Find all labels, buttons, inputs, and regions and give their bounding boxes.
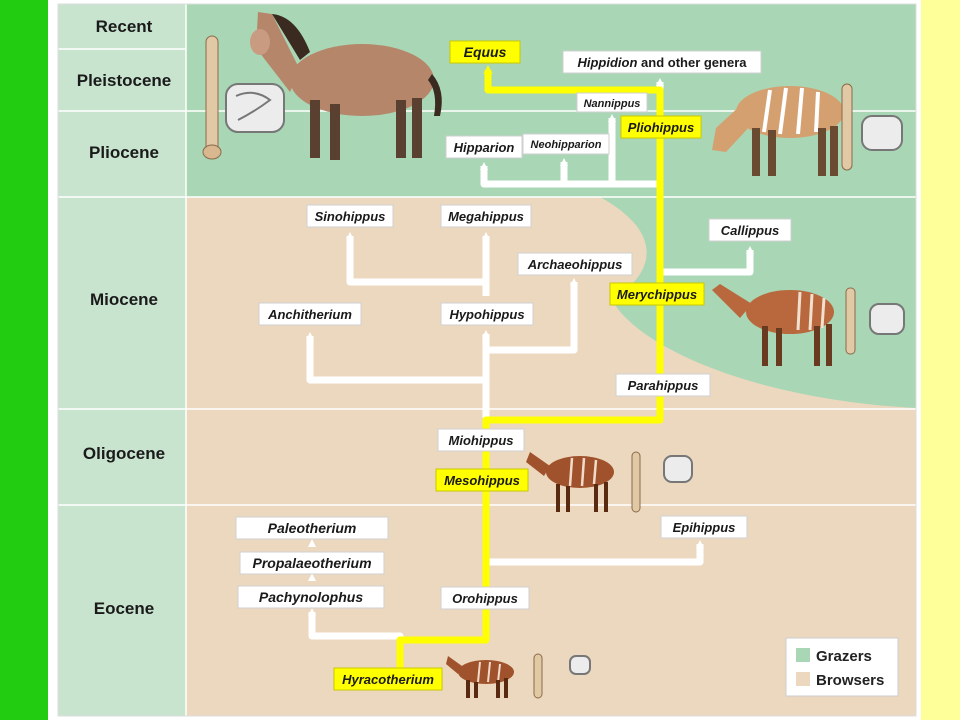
- epoch-pleistocene: Pleistocene: [77, 71, 172, 90]
- svg-text:Equus: Equus: [464, 44, 507, 60]
- genus-hipparion: Hipparion: [445, 135, 523, 159]
- legend-label-grazers: Grazers: [816, 648, 872, 665]
- genus-hippidion: Hippidion and other genera: [562, 50, 762, 74]
- genus-nannippus: Nannippus: [576, 92, 648, 113]
- leg-bone-icon: [202, 35, 222, 160]
- svg-text:Anchitherium: Anchitherium: [267, 307, 352, 322]
- genus-equus: Equus: [449, 40, 521, 64]
- genus-epihippus: Epihippus: [660, 515, 748, 539]
- genus-propalaeotherium: Propalaeotherium: [239, 551, 385, 575]
- legend-label-browsers: Browsers: [816, 672, 884, 689]
- epoch-recent: Recent: [96, 17, 153, 36]
- browser-branches: [306, 78, 754, 640]
- equus-horse-illustration: [250, 12, 442, 160]
- svg-text:Hipparion: Hipparion: [454, 140, 515, 155]
- genus-pachynolophus: Pachynolophus: [237, 585, 385, 609]
- genus-mesohippus: Mesohippus: [435, 468, 529, 492]
- svg-text:Orohippus: Orohippus: [452, 591, 518, 606]
- svg-text:Hypohippus: Hypohippus: [449, 307, 524, 322]
- genus-neohipparion: Neohipparion: [522, 133, 610, 155]
- genus-sinohippus: Sinohippus: [306, 204, 394, 228]
- epoch-pliocene: Pliocene: [89, 143, 159, 162]
- epoch-column: [58, 4, 186, 716]
- svg-text:Parahippus: Parahippus: [628, 378, 699, 393]
- svg-text:Hippidion and other genera: Hippidion and other genera: [577, 55, 747, 70]
- svg-text:Megahippus: Megahippus: [448, 209, 524, 224]
- svg-text:Pliohippus: Pliohippus: [628, 120, 694, 135]
- genus-paleotherium: Paleotherium: [235, 516, 389, 540]
- genus-hyracotherium: Hyracotherium: [333, 667, 443, 691]
- epoch-miocene: Miocene: [90, 290, 158, 309]
- svg-text:Propalaeotherium: Propalaeotherium: [252, 555, 371, 571]
- svg-text:Archaeohippus: Archaeohippus: [527, 257, 623, 272]
- epoch-oligocene: Oligocene: [83, 444, 165, 463]
- genus-anchitherium: Anchitherium: [258, 302, 362, 326]
- merychippus-horse-illustration: [712, 284, 905, 366]
- genus-merychippus: Merychippus: [609, 282, 705, 306]
- svg-text:Neohipparion: Neohipparion: [531, 139, 602, 151]
- molar-tooth-icon: [225, 83, 285, 133]
- genus-parahippus: Parahippus: [615, 373, 711, 397]
- genus-miohippus: Miohippus: [437, 428, 525, 452]
- legend: Grazers Browsers: [785, 637, 899, 697]
- svg-text:Callippus: Callippus: [721, 223, 780, 238]
- left-green-stripe: [0, 0, 48, 720]
- svg-text:Paleotherium: Paleotherium: [268, 520, 357, 536]
- svg-text:Hyracotherium: Hyracotherium: [342, 672, 434, 687]
- svg-text:Mesohippus: Mesohippus: [444, 473, 520, 488]
- legend-swatch-grazers: [796, 648, 810, 662]
- svg-text:Miohippus: Miohippus: [449, 433, 514, 448]
- epoch-eocene: Eocene: [94, 599, 154, 618]
- genus-callippus: Callippus: [708, 218, 792, 242]
- genus-megahippus: Megahippus: [440, 204, 532, 228]
- svg-text:Epihippus: Epihippus: [673, 520, 736, 535]
- right-yellow-stripe: [921, 0, 960, 720]
- hyracotherium-illustration: [446, 653, 591, 699]
- svg-text:Nannippus: Nannippus: [584, 98, 641, 110]
- genus-orohippus: Orohippus: [440, 586, 530, 610]
- svg-text:Pachynolophus: Pachynolophus: [259, 589, 363, 605]
- genus-hypohippus: Hypohippus: [440, 302, 534, 326]
- main-lineage-line: [396, 65, 664, 668]
- mesohippus-horse-illustration: [526, 451, 693, 513]
- pliohippus-horse-illustration: [712, 83, 903, 176]
- genus-pliohippus: Pliohippus: [620, 115, 702, 139]
- svg-text:Sinohippus: Sinohippus: [315, 209, 386, 224]
- legend-swatch-browsers: [796, 672, 810, 686]
- genus-archaeohippus: Archaeohippus: [517, 252, 633, 276]
- svg-text:Merychippus: Merychippus: [617, 287, 697, 302]
